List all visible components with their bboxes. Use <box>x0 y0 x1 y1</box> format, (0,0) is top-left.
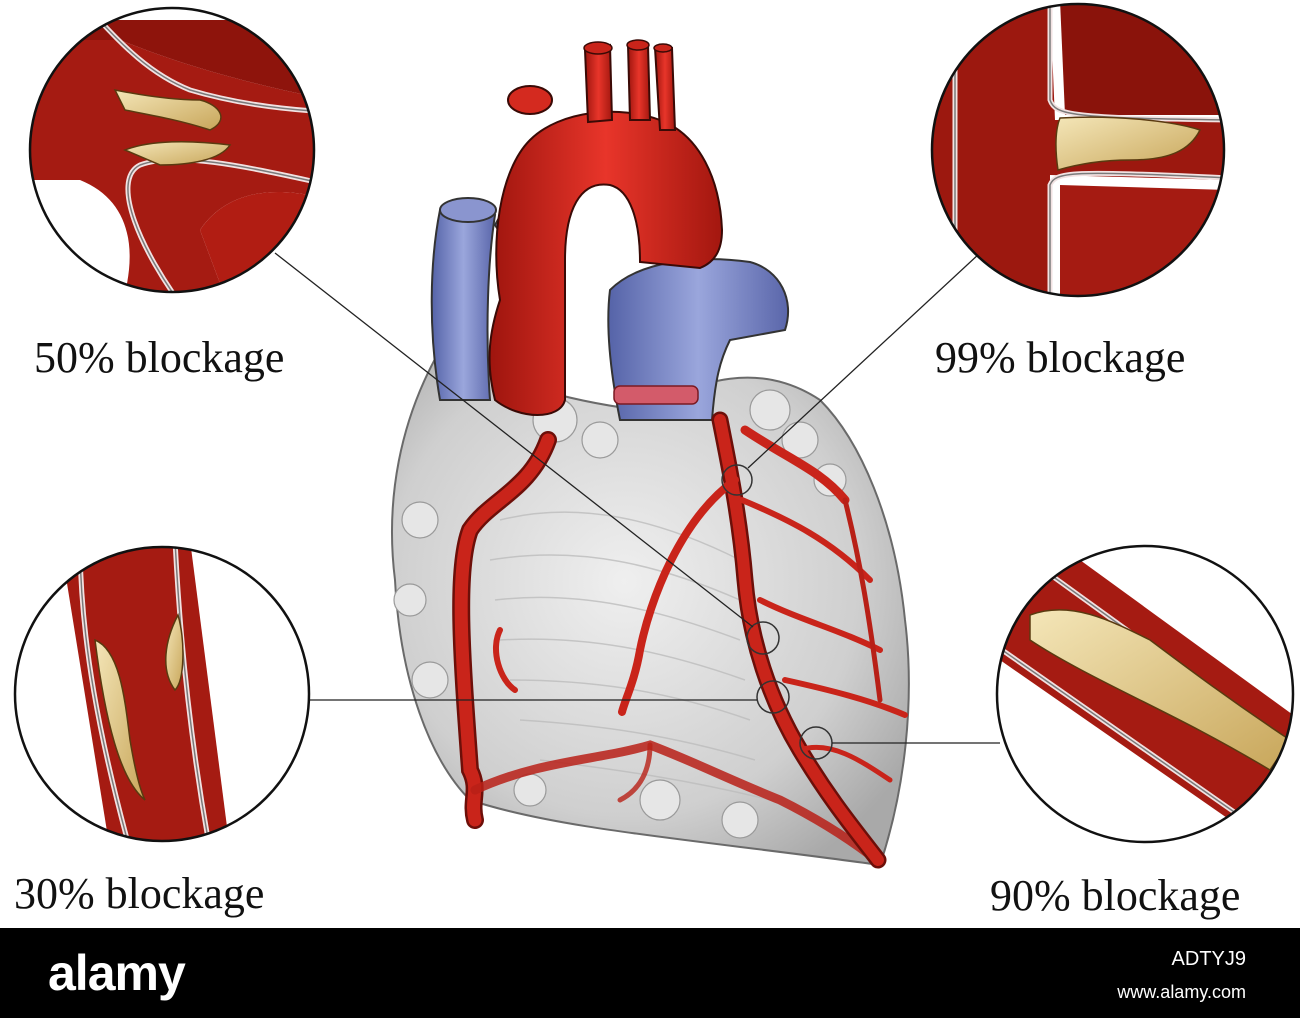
inset-30-percent <box>13 545 311 843</box>
marker-50 <box>746 621 780 655</box>
superior-vena-cava <box>430 208 497 401</box>
label-30-percent-blockage: 30% blockage <box>14 869 265 918</box>
leader-50 <box>274 252 754 628</box>
inset-50-percent <box>28 6 316 294</box>
label-50-percent-blockage: 50% blockage <box>34 333 285 382</box>
image-id: ADTYJ9 <box>1171 948 1246 970</box>
inset-frame <box>28 6 316 294</box>
heart-diagram: 50% blockage 99% blockage 30% blockage 9… <box>13 2 1295 920</box>
marker-99 <box>721 464 753 496</box>
fat-tissue <box>393 389 847 839</box>
blockage-markers <box>721 464 833 760</box>
inset-frame <box>930 2 1226 298</box>
marker-30 <box>756 680 790 714</box>
left-common-carotid <box>626 44 652 121</box>
label-99-percent-blockage: 99% blockage <box>935 333 1186 382</box>
inset-99-percent <box>930 2 1226 298</box>
right-coronary-artery <box>452 431 875 860</box>
aorta <box>488 110 724 416</box>
aorta-cut-end <box>507 85 553 115</box>
website-url[interactable]: www.alamy.com <box>1117 982 1246 1002</box>
inset-90-percent <box>995 544 1295 844</box>
leader-lines <box>274 252 1000 744</box>
brachiocephalic-artery <box>583 43 614 124</box>
label-90-percent-blockage: 90% blockage <box>990 871 1241 920</box>
left-coronary-artery <box>618 411 908 869</box>
leader-99 <box>747 252 981 469</box>
pulmonary-band <box>613 385 699 405</box>
alamy-logo: alamy <box>48 945 186 1001</box>
left-subclavian-artery <box>653 47 677 131</box>
heart-illustration <box>274 39 1000 869</box>
inset-frame <box>995 544 1295 844</box>
inset-frame <box>13 545 311 843</box>
diagram-canvas <box>13 2 1295 869</box>
stock-footer-bar: alamy ADTYJ9 www.alamy.com <box>0 928 1300 1018</box>
